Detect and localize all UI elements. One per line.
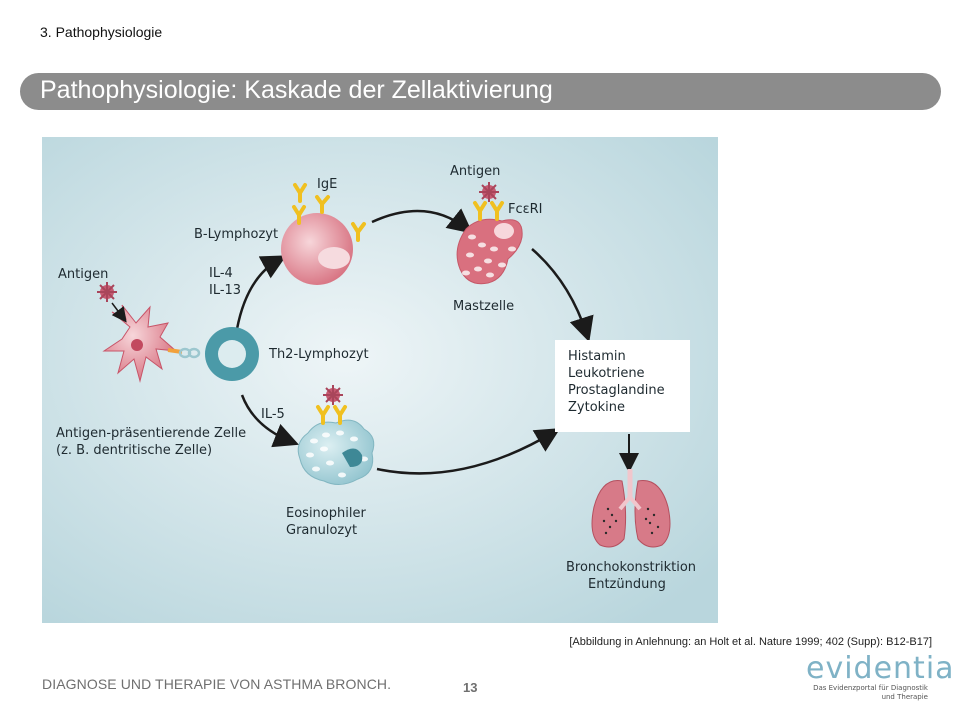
th2-lymphocyte-icon	[205, 327, 259, 381]
arrow-eos-to-mediators	[376, 428, 561, 475]
footer-text: DIAGNOSE UND THERAPIE VON ASTHMA BRONCH.	[42, 676, 392, 692]
cell-activation-diagram: Antigen Antigen-präsentierende Zelle (z.…	[42, 137, 718, 623]
eosinophil-label-line2: Granulozyt	[286, 523, 357, 538]
th2-label: Th2-Lymphozyt	[268, 347, 369, 362]
antigen-icon-apc	[97, 282, 117, 302]
arrow-antigen-to-apc	[111, 302, 127, 323]
logo-tagline-2: und Therapie	[881, 693, 928, 701]
mast-antigen-label: Antigen	[450, 164, 500, 179]
mediator-item: Leukotriene	[568, 366, 645, 381]
fcer-receptor-icons	[473, 201, 504, 221]
antigen-icon-eos	[323, 385, 343, 405]
eosinophil-label-line1: Eosinophiler	[286, 506, 366, 521]
arrow-b-to-mast	[371, 208, 473, 234]
fcer-label: FcεRI	[508, 202, 543, 217]
mediator-item: Zytokine	[568, 400, 625, 415]
mediator-item: Prostaglandine	[568, 383, 665, 398]
b-lymphocyte-label: B-Lymphozyt	[194, 227, 278, 242]
mediator-box	[555, 340, 690, 432]
mast-cell-icon	[456, 218, 523, 285]
arrow-th2-to-b	[235, 255, 287, 330]
ige-antibody-icons	[292, 183, 366, 242]
antigen-icon-mast	[479, 182, 499, 202]
page-number: 13	[463, 680, 478, 695]
section-label: 3. Pathophysiologie	[40, 24, 163, 40]
evidentia-logo: evidentia Das Evidenzportal für Diagnost…	[806, 651, 955, 702]
il13-label: IL-13	[209, 283, 241, 298]
arrow-th2-to-eos	[240, 394, 299, 448]
title-bar: Pathophysiologie: Kaskade der Zellaktivi…	[20, 73, 941, 110]
figure-citation: [Abbildung in Anlehnung: an Holt et al. …	[569, 636, 932, 648]
apc-label-line1: Antigen-präsentierende Zelle	[56, 426, 246, 441]
mast-cell-label: Mastzelle	[453, 299, 514, 314]
apc-label-line2: (z. B. dentritische Zelle)	[56, 443, 212, 458]
il5-label: IL-5	[261, 407, 285, 422]
apc-antigen-label: Antigen	[58, 267, 108, 282]
receptor-connector-icon	[178, 347, 201, 359]
arrow-mast-to-mediators	[531, 248, 594, 343]
slide-title: Pathophysiologie: Kaskade der Zellaktivi…	[40, 76, 553, 104]
bronchoconstriction-label: Bronchokonstriktion	[566, 560, 696, 575]
inflammation-label: Entzündung	[588, 577, 666, 592]
logo-tagline-1: Das Evidenzportal für Diagnostik	[813, 684, 928, 692]
logo-wordmark: evidentia	[806, 651, 955, 686]
b-lymphocyte-icon	[281, 213, 353, 285]
ige-label: IgE	[317, 177, 337, 192]
mediator-item: Histamin	[568, 349, 626, 364]
il4-label: IL-4	[209, 266, 233, 281]
lungs-icon	[591, 469, 671, 548]
eos-receptor-icons	[316, 405, 347, 425]
